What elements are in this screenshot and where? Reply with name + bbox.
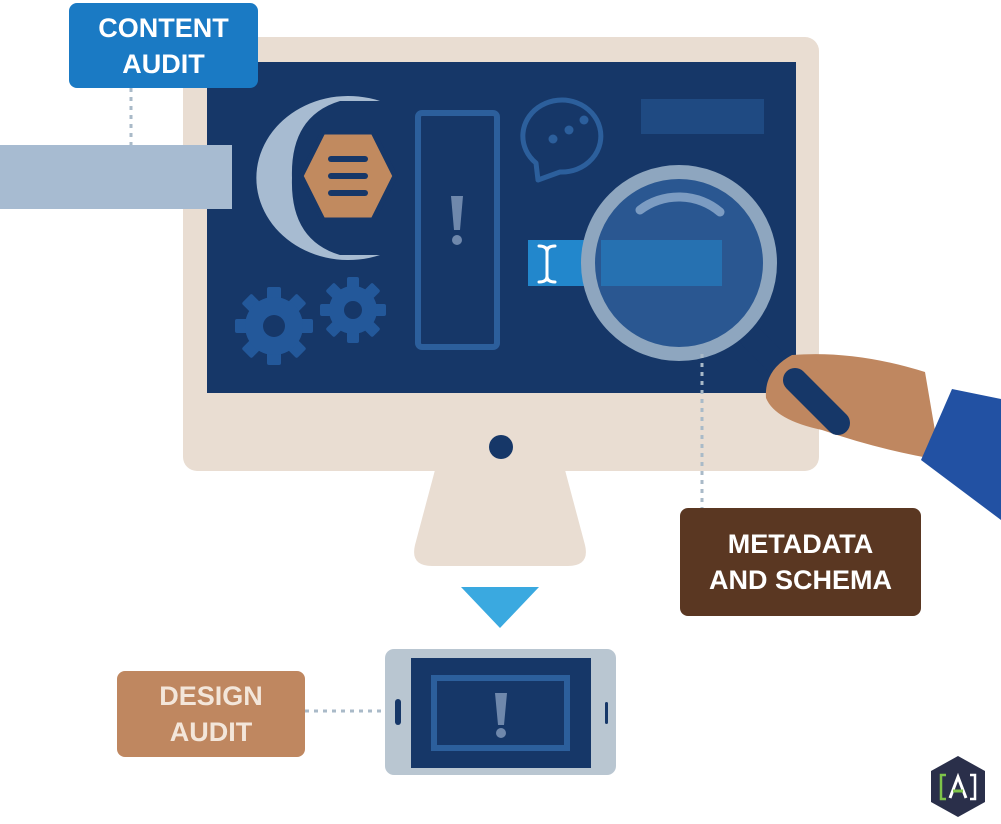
- screen-header-bar: [641, 99, 764, 134]
- gear-icon: [235, 287, 313, 365]
- design-audit-label: DESIGN AUDIT: [117, 671, 305, 757]
- magnifier-handle-front: [783, 368, 850, 435]
- wrench-icon: [0, 95, 380, 260]
- bolt-icon: [298, 129, 398, 223]
- logo-icon: [931, 756, 985, 817]
- gear-icon: [320, 277, 386, 343]
- monitor-power-dot: [489, 435, 513, 459]
- exclamation-icon: [415, 110, 500, 350]
- metadata-schema-label: METADATA AND SCHEMA: [680, 508, 921, 616]
- tablet-icon: [385, 649, 616, 775]
- monitor-stand: [414, 470, 586, 566]
- down-arrow-icon: [461, 587, 539, 628]
- text-cursor-icon: [537, 244, 557, 284]
- content-audit-label: CONTENT AUDIT: [69, 3, 258, 88]
- chat-bubble-icon: [520, 97, 604, 183]
